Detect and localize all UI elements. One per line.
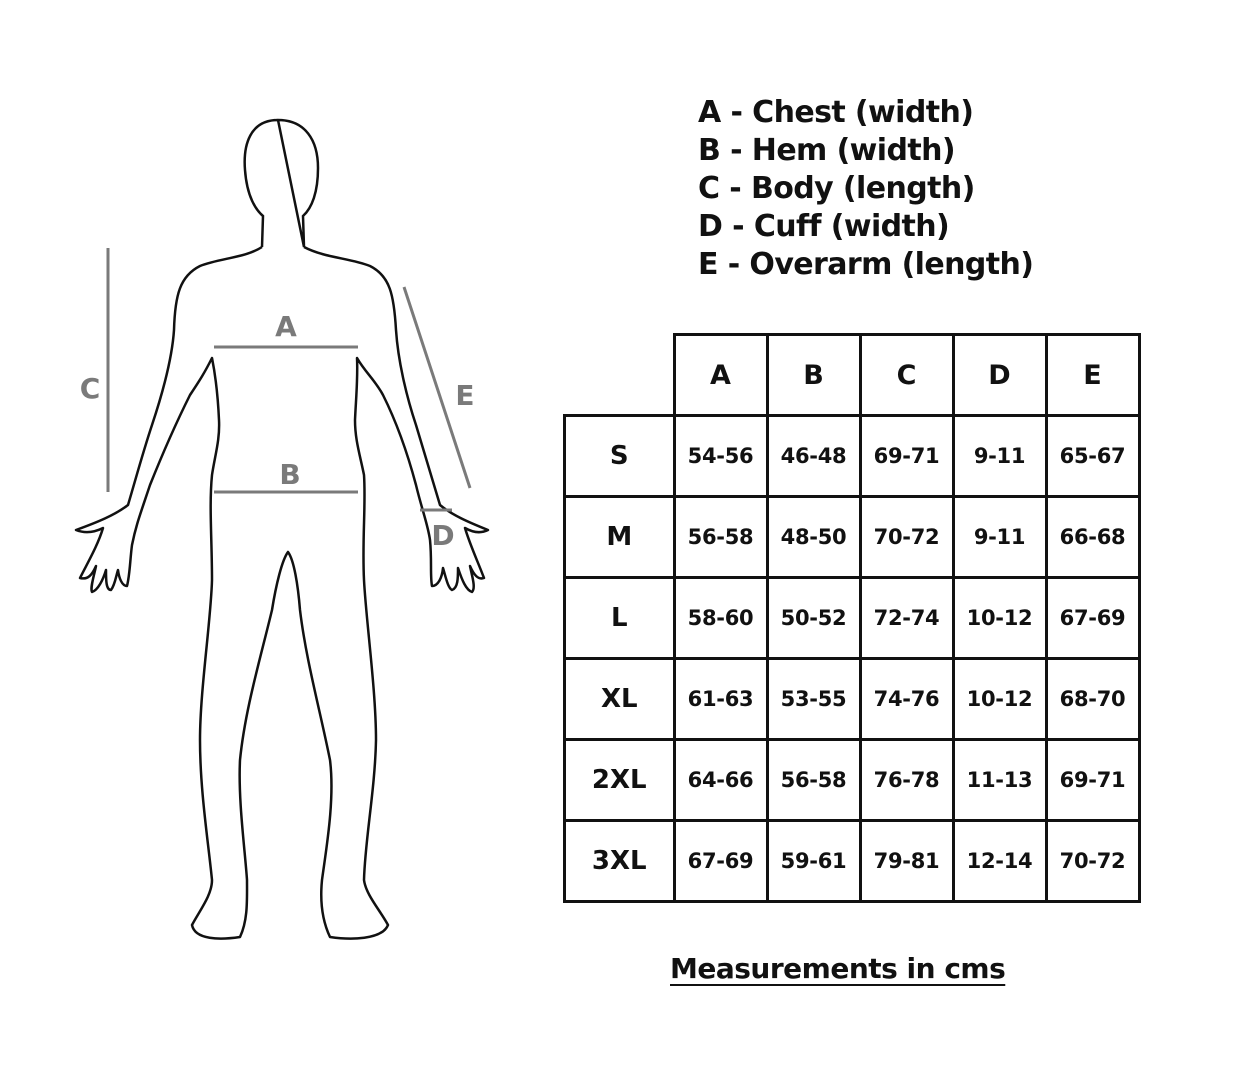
legend-item-chest: A - Chest (width) (698, 95, 974, 130)
table-cell: 59-61 (765, 819, 862, 903)
table-cell: 9-11 (951, 414, 1048, 498)
table-cell: 66-68 (1044, 495, 1141, 579)
table-row: 2XL 64-66 56-58 76-78 11-13 69-71 (563, 738, 1141, 822)
table-cell: 56-58 (672, 495, 769, 579)
table-cell: 79-81 (858, 819, 955, 903)
dimension-label-a: A (275, 310, 297, 343)
table-cell: 11-13 (951, 738, 1048, 822)
table-cell: 9-11 (951, 495, 1048, 579)
table-cell: 67-69 (1044, 576, 1141, 660)
table-cell: 58-60 (672, 576, 769, 660)
table-row: L 58-60 50-52 72-74 10-12 67-69 (563, 576, 1141, 660)
legend-item-overarm: E - Overarm (length) (698, 247, 1034, 282)
dimension-line-e (402, 286, 472, 489)
size-label-2xl: 2XL (563, 738, 676, 822)
column-header-c: C (858, 333, 955, 417)
size-label-3xl: 3XL (563, 819, 676, 903)
dimension-label-d: D (431, 519, 454, 552)
dimension-label-c: C (80, 372, 101, 405)
table-cell: 50-52 (765, 576, 862, 660)
table-cell: 76-78 (858, 738, 955, 822)
body-outline-head (243, 118, 320, 248)
measurement-legend: A - Chest (width) B - Hem (width) C - Bo… (698, 94, 1034, 284)
dimension-label-b: B (279, 458, 300, 491)
size-label-xl: XL (563, 657, 676, 741)
table-cell: 69-71 (1044, 738, 1141, 822)
legend-item-hem: B - Hem (width) (698, 133, 956, 168)
table-cell: 70-72 (1044, 819, 1141, 903)
size-label-m: M (563, 495, 676, 579)
table-cell: 56-58 (765, 738, 862, 822)
table-cell: 72-74 (858, 576, 955, 660)
table-row: XL 61-63 53-55 74-76 10-12 68-70 (563, 657, 1141, 741)
body-outline-diagram: A B C D E (74, 118, 490, 940)
dimension-label-e: E (455, 379, 474, 412)
table-cell: 10-12 (951, 657, 1048, 741)
table-cell: 70-72 (858, 495, 955, 579)
table-cell: 64-66 (672, 738, 769, 822)
column-header-e: E (1044, 333, 1141, 417)
table-cell: 48-50 (765, 495, 862, 579)
column-header-a: A (672, 333, 769, 417)
table-row: S 54-56 46-48 69-71 9-11 65-67 (563, 414, 1141, 498)
table-cell: 46-48 (765, 414, 862, 498)
table-cell: 69-71 (858, 414, 955, 498)
table-cell: 53-55 (765, 657, 862, 741)
table-header-row: A B C D E (564, 333, 1141, 417)
body-measurement-figure: A B C D E (0, 0, 560, 1080)
table-row: 3XL 67-69 59-61 79-81 12-14 70-72 (563, 819, 1141, 903)
measurement-unit-note: Measurements in cms (670, 952, 1006, 985)
size-label-s: S (563, 414, 676, 498)
table-cell: 54-56 (672, 414, 769, 498)
table-row: M 56-58 48-50 70-72 9-11 66-68 (563, 495, 1141, 579)
column-header-d: D (951, 333, 1048, 417)
table-cell: 65-67 (1044, 414, 1141, 498)
body-outline-silhouette (74, 245, 490, 940)
table-cell: 10-12 (951, 576, 1048, 660)
size-chart-table: A B C D E S 54-56 46-48 69-71 9-11 65-67… (563, 333, 1141, 903)
table-corner-cell (564, 334, 676, 417)
table-cell: 67-69 (672, 819, 769, 903)
size-label-l: L (563, 576, 676, 660)
table-cell: 61-63 (672, 657, 769, 741)
column-header-b: B (765, 333, 862, 417)
table-cell: 12-14 (951, 819, 1048, 903)
table-cell: 74-76 (858, 657, 955, 741)
legend-item-cuff: D - Cuff (width) (698, 209, 950, 244)
table-cell: 68-70 (1044, 657, 1141, 741)
legend-item-body: C - Body (length) (698, 171, 975, 206)
